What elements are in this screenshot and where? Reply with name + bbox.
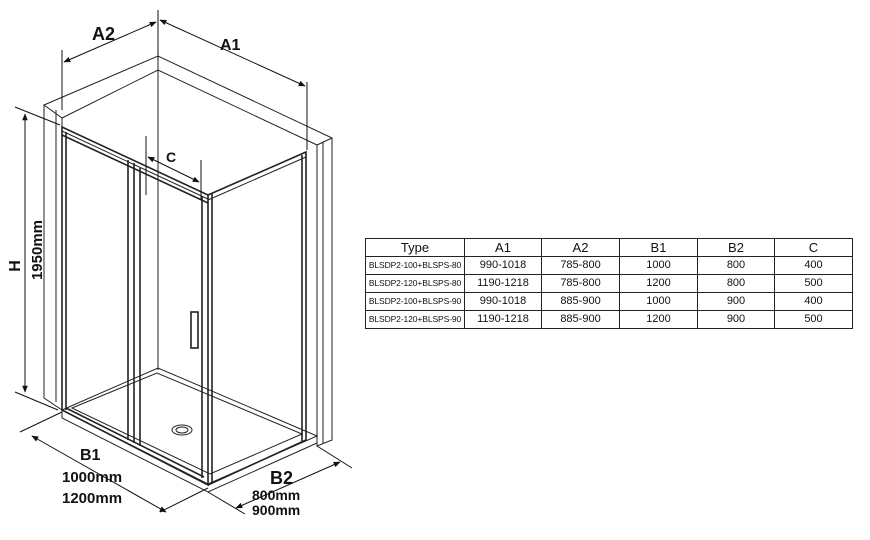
label-a2: A2 (92, 24, 115, 44)
table-header-row: Type A1 A2 B1 B2 C (365, 238, 853, 257)
cell-type: BLSDP2-100+BLSPS-90 (365, 292, 465, 311)
cell-b1: 1000 (619, 292, 698, 311)
dimension-b1-arrow (31, 435, 167, 513)
cell-type: BLSDP2-120+BLSPS-80 (365, 274, 465, 293)
dimensions-table: Type A1 A2 B1 B2 C BLSDP2-100+BLSPS-80 9… (365, 238, 853, 329)
cell-a1: 990-1018 (464, 256, 542, 275)
column-header-b1: B1 (619, 238, 698, 257)
table-row: BLSDP2-100+BLSPS-80 990-1018 785-800 100… (365, 256, 853, 275)
dimension-lines (14, 10, 353, 515)
cell-c: 400 (774, 292, 853, 311)
fixed-side-panel (207, 150, 307, 486)
cell-b2: 900 (697, 310, 775, 329)
dimension-a2-arrow (63, 21, 157, 63)
column-header-b2: B2 (697, 238, 775, 257)
label-b2: B2 (270, 468, 293, 488)
cell-b2: 800 (697, 256, 775, 275)
cell-b2: 900 (697, 292, 775, 311)
label-h-value: 1950mm (29, 220, 46, 280)
label-b1-value-1: 1000mm (62, 469, 122, 486)
cell-type: BLSDP2-100+BLSPS-80 (365, 256, 465, 275)
cell-a2: 785-800 (541, 256, 620, 275)
cell-a1: 1190-1218 (464, 310, 542, 329)
cell-a1: 990-1018 (464, 292, 542, 311)
label-c: C (166, 149, 176, 165)
label-b1: B1 (80, 447, 101, 464)
dimension-a1-arrow (159, 19, 306, 87)
cell-c: 500 (774, 310, 853, 329)
cell-a1: 1190-1218 (464, 274, 542, 293)
label-h: H (7, 260, 24, 272)
cell-b2: 800 (697, 274, 775, 293)
table-row: BLSDP2-120+BLSPS-80 1190-1218 785-800 12… (365, 274, 853, 293)
cell-b1: 1000 (619, 256, 698, 275)
cell-c: 400 (774, 256, 853, 275)
column-header-type: Type (365, 238, 465, 257)
cell-a2: 885-900 (541, 310, 620, 329)
label-a1: A1 (220, 37, 241, 54)
column-header-c: C (774, 238, 853, 257)
sliding-door-panel (61, 125, 209, 487)
cell-b1: 1200 (619, 310, 698, 329)
dimension-b2-arrow (235, 461, 341, 509)
door-handle (190, 311, 199, 349)
wall-outline (43, 55, 333, 447)
label-b2-value-1: 800mm (252, 487, 300, 503)
dimension-c-arrow (147, 156, 200, 183)
column-header-a2: A2 (541, 238, 620, 257)
label-b2-value-2: 900mm (252, 502, 300, 518)
cell-c: 500 (774, 274, 853, 293)
column-header-a1: A1 (464, 238, 542, 257)
table-row: BLSDP2-120+BLSPS-90 1190-1218 885-900 12… (365, 310, 853, 329)
cell-type: BLSDP2-120+BLSPS-90 (365, 310, 465, 329)
cell-a2: 885-900 (541, 292, 620, 311)
cell-a2: 785-800 (541, 274, 620, 293)
label-b1-value-2: 1200mm (62, 490, 122, 507)
table-row: BLSDP2-100+BLSPS-90 990-1018 885-900 100… (365, 292, 853, 311)
cell-b1: 1200 (619, 274, 698, 293)
